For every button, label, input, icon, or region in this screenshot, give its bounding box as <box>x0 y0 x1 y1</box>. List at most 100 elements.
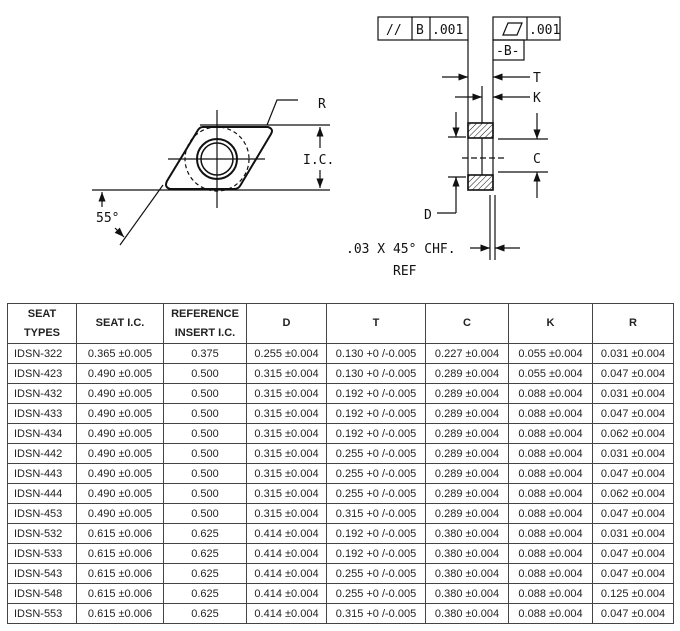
table-cell: 0.625 <box>163 583 247 604</box>
table-cell: IDSN-423 <box>7 363 77 384</box>
table-cell: 0.490 ±0.005 <box>76 483 164 504</box>
column-header: D <box>246 303 327 344</box>
table-cell: 0.490 ±0.005 <box>76 363 164 384</box>
parallelism-tolerance: .001 <box>432 23 463 38</box>
table-cell: 0.500 <box>163 443 247 464</box>
table-cell: 0.031 ±0.004 <box>592 343 674 364</box>
table-cell: 0.414 ±0.004 <box>246 543 327 564</box>
column-header: T <box>326 303 426 344</box>
table-cell: 0.088 ±0.004 <box>508 423 593 444</box>
table-cell: 0.289 ±0.004 <box>425 503 509 524</box>
table-cell: 0.088 ±0.004 <box>508 443 593 464</box>
table-cell: 0.315 ±0.004 <box>246 483 327 504</box>
table-cell: 0.047 ±0.004 <box>592 543 674 564</box>
column-header-text: D <box>282 317 291 329</box>
d-label: D <box>424 208 432 223</box>
table-cell: 0.490 ±0.005 <box>76 503 164 524</box>
table-cell: IDSN-553 <box>7 603 77 624</box>
table-cell: 0.255 +0 /-0.005 <box>326 463 426 484</box>
table-cell: 0.365 ±0.005 <box>76 343 164 364</box>
datum-ref: B <box>416 23 424 38</box>
table-cell: 0.088 ±0.004 <box>508 483 593 504</box>
table-cell: 0.315 +0 /-0.005 <box>326 503 426 524</box>
table-cell: 0.315 ±0.004 <box>246 503 327 524</box>
table-cell: 0.047 ±0.004 <box>592 503 674 524</box>
table-cell: 0.031 ±0.004 <box>592 383 674 404</box>
t-label: T <box>533 71 541 86</box>
table-cell: 0.227 ±0.004 <box>425 343 509 364</box>
table-cell: 0.047 ±0.004 <box>592 463 674 484</box>
flatness-symbol-icon <box>502 22 523 36</box>
table-cell: 0.047 ±0.004 <box>592 403 674 424</box>
table-cell: 0.500 <box>163 383 247 404</box>
table-cell: 0.500 <box>163 363 247 384</box>
table-cell: 0.255 +0 /-0.005 <box>326 483 426 504</box>
column-header-text: REFERENCE <box>171 307 239 320</box>
column-header-text: SEAT I.C. <box>95 317 145 329</box>
table-cell: 0.130 +0 /-0.005 <box>326 343 426 364</box>
ic-label: I.C. <box>303 153 334 168</box>
table-cell: 0.062 ±0.004 <box>592 423 674 444</box>
table-cell: 0.625 <box>163 523 247 544</box>
table-cell: 0.625 <box>163 603 247 624</box>
table-cell: 0.289 ±0.004 <box>425 463 509 484</box>
table-cell: 0.055 ±0.004 <box>508 343 593 364</box>
chamfer-label: .03 X 45° CHF. <box>346 242 456 257</box>
table-cell: IDSN-453 <box>7 503 77 524</box>
table-cell: 0.088 ±0.004 <box>508 523 593 544</box>
table-cell: 0.315 ±0.004 <box>246 443 327 464</box>
table-cell: 0.490 ±0.005 <box>76 443 164 464</box>
table-cell: 0.192 +0 /-0.005 <box>326 423 426 444</box>
table-cell: 0.414 ±0.004 <box>246 563 327 584</box>
table-cell: 0.375 <box>163 343 247 364</box>
table-cell: 0.289 ±0.004 <box>425 483 509 504</box>
column-header-text: R <box>629 317 637 329</box>
table-cell: 0.031 ±0.004 <box>592 523 674 544</box>
table-cell: 0.490 ±0.005 <box>76 423 164 444</box>
seat-side-view <box>377 16 561 260</box>
table-cell: 0.414 ±0.004 <box>246 583 327 604</box>
table-cell: 0.055 ±0.004 <box>508 363 593 384</box>
table-cell: 0.130 +0 /-0.005 <box>326 363 426 384</box>
ref-label: REF <box>393 264 417 279</box>
table-cell: 0.490 ±0.005 <box>76 403 164 424</box>
table-cell: 0.255 ±0.004 <box>246 343 327 364</box>
table-cell: 0.500 <box>163 483 247 504</box>
flatness-tolerance: .001 <box>529 23 560 38</box>
table-cell: 0.255 +0 /-0.005 <box>326 443 426 464</box>
table-cell: 0.625 <box>163 543 247 564</box>
table-cell: 0.192 +0 /-0.005 <box>326 403 426 424</box>
table-cell: 0.500 <box>163 423 247 444</box>
table-cell: 0.289 ±0.004 <box>425 423 509 444</box>
table-cell: IDSN-434 <box>7 423 77 444</box>
k-label: K <box>533 91 541 106</box>
column-header: C <box>425 303 509 344</box>
radius-label: R <box>318 97 326 112</box>
column-header: SEAT I.C. <box>76 303 164 344</box>
table-cell: 0.088 ±0.004 <box>508 543 593 564</box>
table-cell: 0.255 +0 /-0.005 <box>326 583 426 604</box>
table-cell: 0.192 +0 /-0.005 <box>326 383 426 404</box>
table-cell: 0.615 ±0.006 <box>76 543 164 564</box>
table-cell: 0.500 <box>163 463 247 484</box>
insert-top-view <box>92 99 330 246</box>
table-cell: 0.490 ±0.005 <box>76 383 164 404</box>
technical-drawing: R I.C. 55° // B .001 .0 <box>92 16 561 279</box>
column-header-text: K <box>546 317 555 329</box>
table-cell: 0.062 ±0.004 <box>592 483 674 504</box>
table-cell: 0.615 ±0.006 <box>76 563 164 584</box>
table-cell: 0.289 ±0.004 <box>425 443 509 464</box>
table-cell: 0.047 ±0.004 <box>592 363 674 384</box>
table-cell: 0.315 +0 /-0.005 <box>326 603 426 624</box>
table-cell: IDSN-532 <box>7 523 77 544</box>
column-header-text: TYPES <box>23 326 61 339</box>
table-cell: 0.088 ±0.004 <box>508 583 593 604</box>
